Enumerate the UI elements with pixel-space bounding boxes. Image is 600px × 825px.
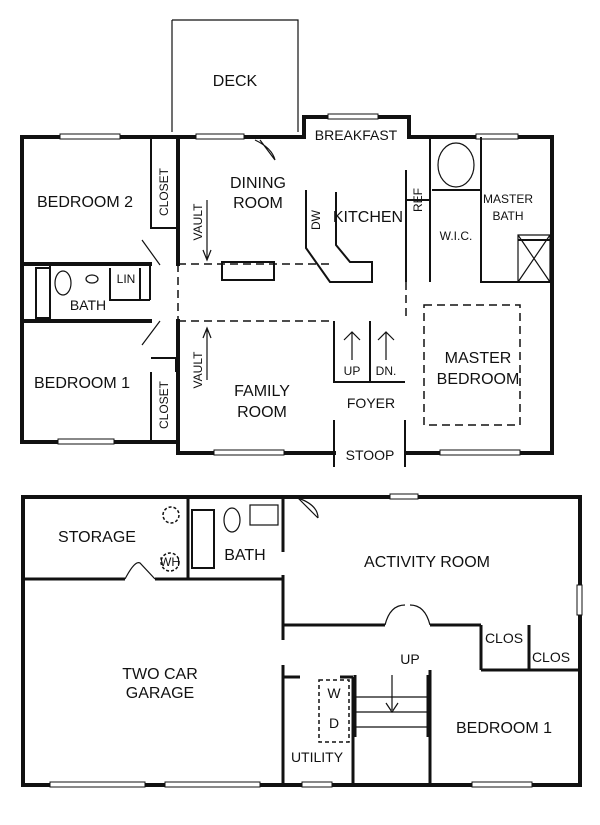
room-garage-label-2: GARAGE (126, 685, 194, 702)
room-master-bedroom-label-1: MASTER (445, 350, 512, 367)
room-wic-label: W.I.C. (440, 229, 473, 243)
room-bedroom1-label: BEDROOM 1 (456, 720, 552, 737)
stairs-up-label: UP (400, 651, 419, 667)
storage-bath-walls (23, 497, 285, 785)
room-foyer-label: FOYER (347, 395, 395, 411)
linen-label: LIN (117, 272, 136, 286)
dishwasher-label: DW (309, 209, 323, 230)
hallway-outline (177, 263, 407, 322)
closet-lower-label: CLOSET (157, 380, 171, 429)
tray-ceiling (423, 304, 521, 426)
room-master-bath-label-1: MASTER (483, 192, 533, 206)
closet-1-label: CLOS (485, 630, 523, 646)
interior-walls (283, 623, 580, 785)
door-dining (254, 139, 276, 161)
room-family-label-2: ROOM (237, 404, 287, 421)
bedroom-walls (20, 135, 180, 444)
room-family-label-1: FAMILY (234, 383, 290, 400)
lower-floor-plan: STORAGE WH BATH ACTIVITY ROOM TWO CAR GA… (21, 493, 583, 788)
stairs (333, 321, 405, 383)
floor-drain-icon (162, 506, 180, 524)
fireplace (221, 261, 275, 281)
sink-icon (249, 504, 279, 526)
room-activity-label: ACTIVITY ROOM (364, 554, 490, 571)
tub-icon (191, 509, 215, 569)
stairs-down-label: DN. (376, 364, 397, 378)
exterior-walls (20, 115, 554, 455)
stoop-label: STOOP (346, 447, 395, 463)
washer-label: W (327, 685, 341, 701)
room-bedroom1-label: BEDROOM 1 (34, 375, 130, 392)
toilet-icon (223, 507, 241, 533)
stoop-walls (333, 420, 406, 467)
room-dining-label-1: DINING (230, 175, 286, 192)
doors (124, 497, 431, 626)
main-floor-plan: DECK BREAKFAST DINING ROOM KITCHEN BEDRO… (20, 19, 554, 467)
dryer-label: D (329, 715, 339, 731)
stairs-up-label: UP (344, 364, 361, 378)
room-bath-label: BATH (70, 297, 106, 313)
sink-icon (85, 274, 99, 284)
vault-lower-label: VAULT (191, 351, 205, 389)
washer-dryer (318, 679, 350, 743)
stairs (355, 675, 428, 728)
room-garage-label-1: TWO CAR (122, 666, 198, 683)
refrigerator-label: REF (411, 188, 425, 212)
toilet-icon (54, 270, 72, 296)
room-bedroom2-label: BEDROOM 2 (37, 194, 133, 211)
shower-icon (517, 234, 551, 283)
closet-walls (140, 137, 177, 442)
vault-arrow-down-icon (202, 200, 212, 262)
room-deck-label: DECK (213, 73, 258, 90)
kitchen-walls (405, 137, 431, 282)
stairs-arrow-icon (343, 331, 395, 360)
room-master-bath-label-2: BATH (492, 209, 523, 223)
vault-upper-label: VAULT (191, 203, 205, 241)
room-kitchen-label: KITCHEN (333, 209, 403, 226)
room-breakfast-label: BREAKFAST (315, 127, 398, 143)
vault-arrow-up-icon (202, 326, 212, 380)
room-storage-label: STORAGE (58, 529, 136, 546)
closet-2-label: CLOS (532, 649, 570, 665)
bath-fixtures (35, 264, 141, 321)
windows (49, 493, 583, 788)
room-bath-label: BATH (224, 547, 265, 564)
water-heater-icon (160, 552, 180, 572)
kitchen-counter (305, 190, 373, 283)
windows (57, 113, 521, 456)
water-heater-label: WH (160, 555, 180, 569)
room-master-bedroom-label-2: BEDROOM (437, 371, 520, 388)
room-dining-label-2: ROOM (233, 195, 283, 212)
deck-outline (171, 19, 299, 132)
tub-icon (437, 142, 475, 188)
room-utility-label: UTILITY (291, 749, 344, 765)
closet-upper-label: CLOSET (157, 167, 171, 216)
door-hall (141, 239, 161, 346)
